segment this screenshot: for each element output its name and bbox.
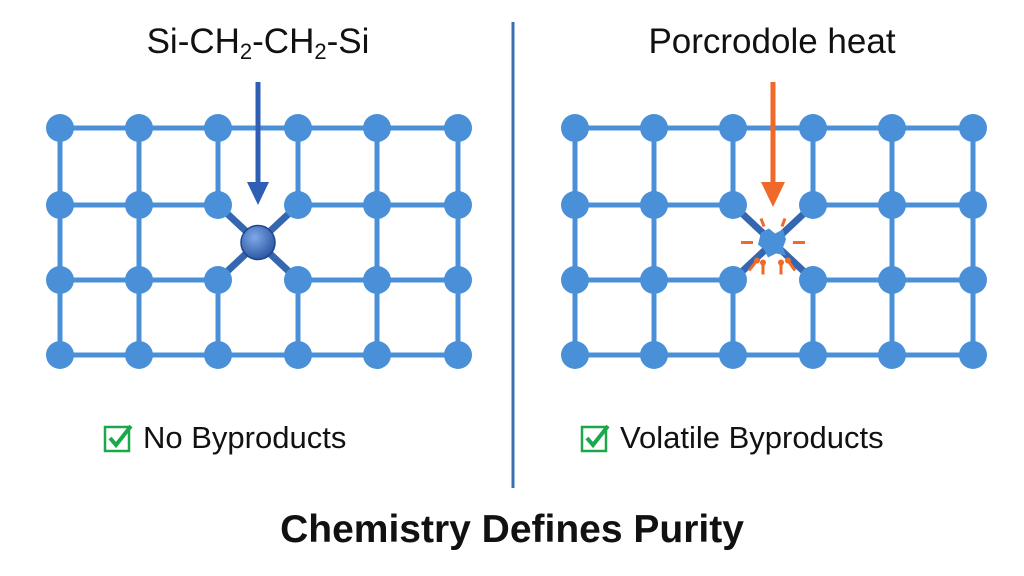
lattice-node [125, 341, 153, 369]
lattice-node [561, 114, 589, 142]
lattice-node [444, 114, 472, 142]
lattice-node [46, 114, 74, 142]
title-part: -Si [326, 22, 370, 61]
heat-spark [780, 217, 787, 228]
lattice-node [799, 341, 827, 369]
lattice-node [125, 114, 153, 142]
lattice-node [719, 341, 747, 369]
heat-spark [759, 217, 766, 228]
left-arrow-head [247, 182, 269, 205]
lattice-node [444, 266, 472, 294]
lattice-node [284, 341, 312, 369]
lattice-node [284, 114, 312, 142]
left-title: Si-CH2-CH2-Si [48, 22, 468, 64]
check-icon [103, 424, 133, 453]
lattice-node [799, 266, 827, 294]
footer-title: Chemistry Defines Purity [280, 508, 744, 551]
lattice-node [284, 191, 312, 219]
lattice-node [640, 266, 668, 294]
lattice-node [640, 341, 668, 369]
center-atom [240, 224, 276, 261]
lattice-node [878, 341, 906, 369]
byproduct-arrowhead [760, 259, 766, 266]
lattice-node [878, 266, 906, 294]
check-icon [580, 424, 610, 453]
byproduct-arrowhead [785, 257, 791, 264]
lattice-node [959, 266, 987, 294]
lattice-node [363, 114, 391, 142]
lattice-node [363, 341, 391, 369]
lattice-node [204, 341, 232, 369]
lattice-node [363, 191, 391, 219]
lattice-node [719, 114, 747, 142]
lattice-node [46, 341, 74, 369]
lattice-node [363, 266, 391, 294]
lattice-node [719, 266, 747, 294]
lattice-node [799, 191, 827, 219]
lattice-node [799, 114, 827, 142]
lattice-node [125, 191, 153, 219]
lattice-node [959, 114, 987, 142]
right-result: Volatile Byproducts [580, 420, 884, 456]
lattice-node [640, 191, 668, 219]
subscript: 2 [239, 39, 253, 64]
fractured-atom [758, 228, 786, 258]
lattice-node [959, 191, 987, 219]
lattice-node [719, 191, 747, 219]
lattice-node [640, 114, 668, 142]
right-arrow-head [761, 182, 785, 207]
title-part: -CH [252, 22, 315, 61]
lattice-node [561, 266, 589, 294]
left-result: No Byproducts [103, 420, 346, 456]
lattice-node [444, 191, 472, 219]
lattice-node [444, 341, 472, 369]
lattice-node [204, 191, 232, 219]
lattice-node [125, 266, 153, 294]
lattice-node [204, 114, 232, 142]
lattice-node [878, 191, 906, 219]
lattice-node [959, 341, 987, 369]
lattice-node [878, 114, 906, 142]
subscript: 2 [314, 39, 327, 64]
title-part: Si-CH [146, 22, 240, 61]
right-title: Porcrodole heat [648, 22, 896, 61]
lattice-node [46, 191, 74, 219]
right-result-text: Volatile Byproducts [620, 420, 884, 455]
lattice-node [561, 341, 589, 369]
lattice-node [284, 266, 312, 294]
lattice-node [561, 191, 589, 219]
byproduct-arrowhead [778, 259, 784, 266]
byproduct-arrowhead [754, 257, 760, 264]
lattice-node [204, 266, 232, 294]
lattice-node [46, 266, 74, 294]
left-result-text: No Byproducts [143, 420, 347, 455]
